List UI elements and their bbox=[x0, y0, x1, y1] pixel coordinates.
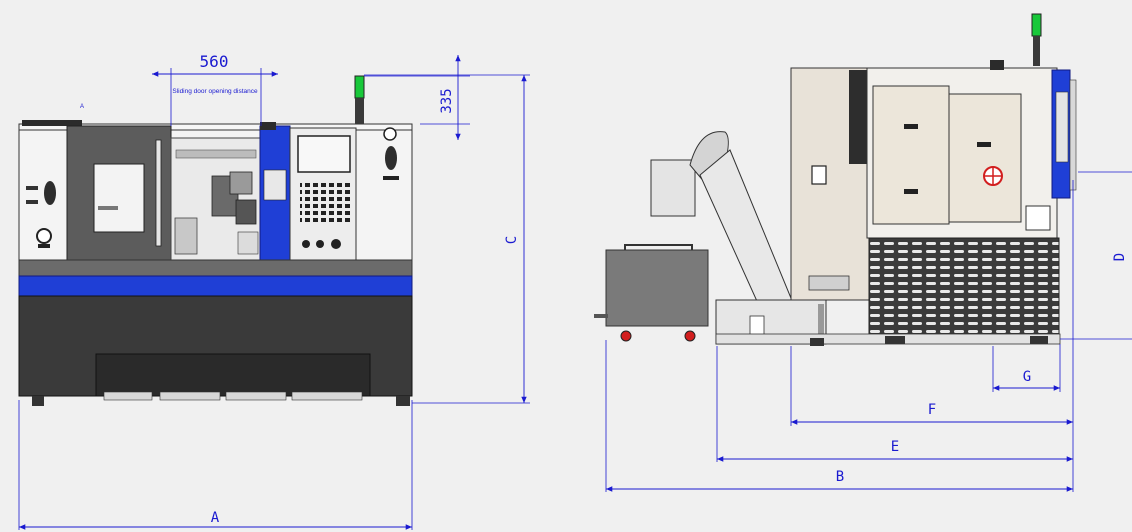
chip-bin bbox=[594, 244, 709, 342]
dim-c-label: C bbox=[504, 236, 520, 244]
right-gauge-panel bbox=[383, 127, 399, 180]
front-small-mark: A bbox=[80, 104, 84, 110]
pressure-gauge-icon bbox=[36, 228, 52, 244]
chip-tray-opening bbox=[95, 353, 371, 397]
control-keypad bbox=[300, 180, 350, 224]
dim-f-label: F bbox=[928, 402, 936, 418]
dim-g-label: G bbox=[1023, 369, 1031, 385]
dim-560-label: 560 bbox=[200, 52, 229, 71]
dim-b-label: B bbox=[836, 469, 844, 485]
front-foot-left bbox=[32, 396, 44, 406]
front-view: A 560 Sliding door opening distance 335 … bbox=[18, 52, 530, 530]
side-view: D G F E B bbox=[594, 13, 1132, 492]
side-vent-grille bbox=[868, 237, 1060, 335]
dim-335-label: 335 bbox=[439, 88, 455, 113]
side-beacon-green-light bbox=[1031, 13, 1042, 37]
front-foot-right bbox=[396, 396, 410, 406]
control-screen bbox=[297, 135, 351, 173]
door-window bbox=[93, 163, 145, 233]
front-bed-strip bbox=[18, 259, 413, 277]
caster-left-icon bbox=[620, 330, 632, 342]
dim-d-label: D bbox=[1112, 253, 1128, 261]
dim-a-label: A bbox=[211, 510, 220, 526]
door-opening-note: Sliding door opening distance bbox=[172, 88, 258, 95]
dim-e-label: E bbox=[891, 439, 899, 455]
right-gauge-icon bbox=[383, 127, 397, 141]
caster-right-icon bbox=[684, 330, 696, 342]
left-gauge-panel bbox=[26, 181, 56, 248]
front-blue-band bbox=[18, 275, 413, 297]
beacon-green-light bbox=[354, 75, 365, 99]
chip-bin-body bbox=[605, 249, 709, 327]
